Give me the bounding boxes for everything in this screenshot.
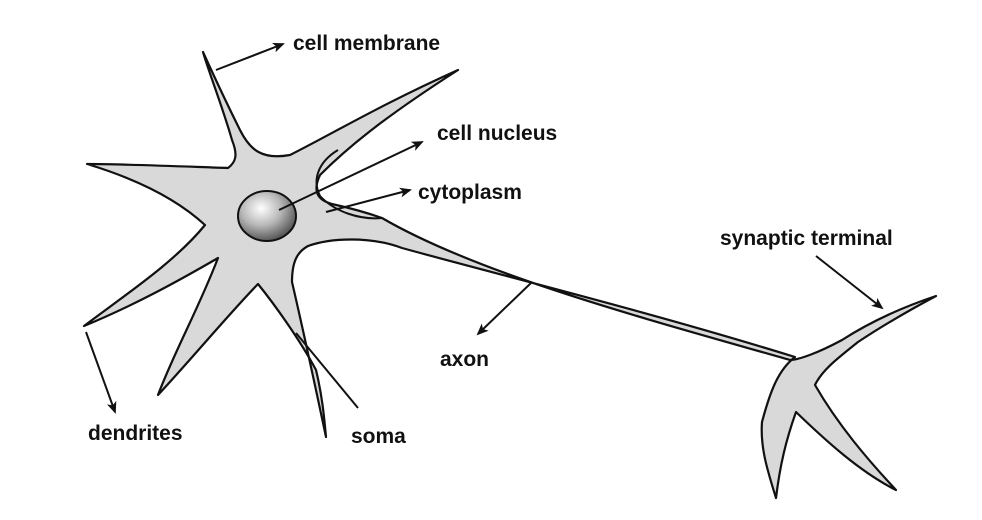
soma-pointer xyxy=(295,332,359,409)
label-cell-membrane: cell membrane xyxy=(293,32,440,55)
cell-nucleus-pointer xyxy=(278,141,424,211)
label-cytoplasm: cytoplasm xyxy=(418,181,522,204)
label-soma: soma xyxy=(351,425,406,448)
label-axon: axon xyxy=(440,348,489,371)
label-cell-nucleus: cell nucleus xyxy=(437,122,557,145)
axon-pointer xyxy=(476,282,532,336)
label-synaptic-terminal: synaptic terminal xyxy=(720,227,893,250)
axon-inner-line xyxy=(315,149,383,220)
dendrites-pointer xyxy=(85,331,117,414)
neuron-body xyxy=(82,50,938,500)
synaptic-terminal-pointer xyxy=(815,255,884,310)
cytoplasm-pointer xyxy=(325,187,412,213)
cell-nucleus xyxy=(237,190,297,242)
label-dendrites: dendrites xyxy=(88,422,183,445)
cell-membrane-pointer xyxy=(215,42,285,71)
